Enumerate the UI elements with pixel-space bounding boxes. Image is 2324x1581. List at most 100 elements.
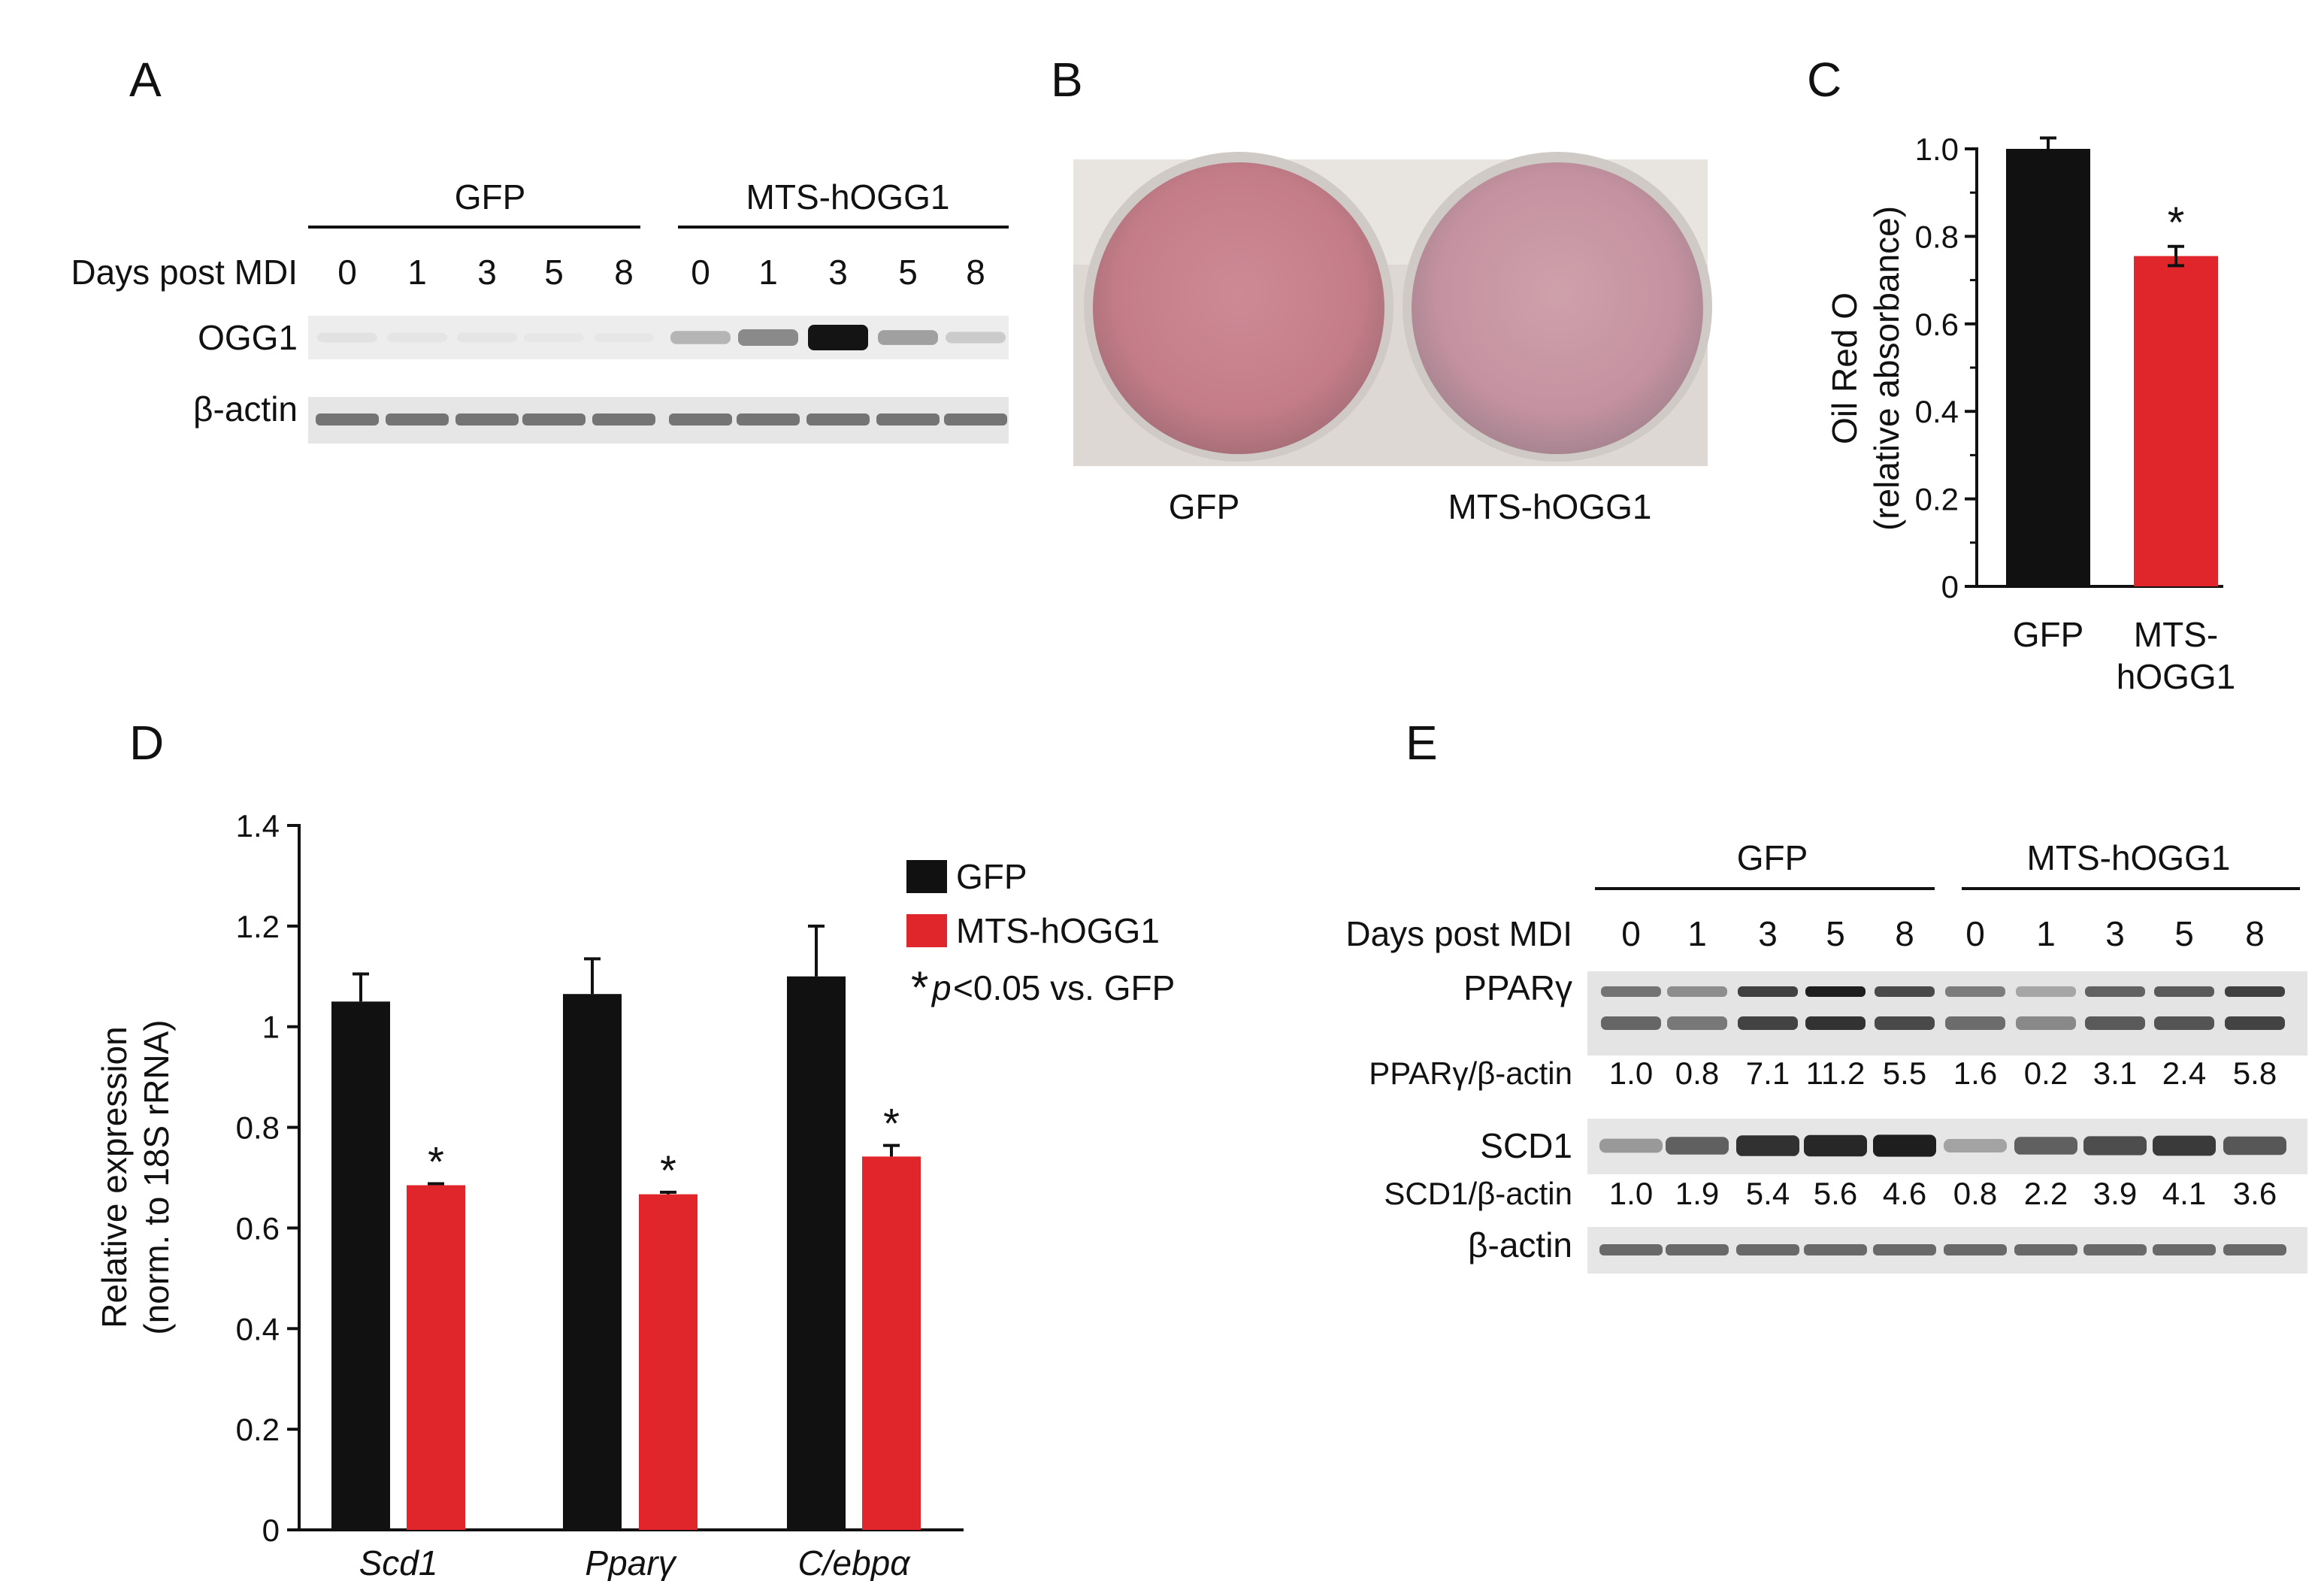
chart-d-bar bbox=[787, 976, 846, 1530]
blot-e-day-label: 5 bbox=[2174, 914, 2194, 953]
chart-d-legend-note-p: p bbox=[931, 968, 952, 1007]
blot-e-pparg-ratio-label: PPARγ/β-actin bbox=[1369, 1056, 1572, 1091]
chart-c-x-tick-label: hOGG1 bbox=[2117, 657, 2236, 696]
blot-e-pparg-ratio-value: 2.4 bbox=[2162, 1056, 2206, 1091]
blot-e-pparg-band-upper bbox=[1945, 986, 2005, 997]
blot-a-ogg1-band bbox=[670, 331, 731, 344]
blot-a-actin-band bbox=[316, 413, 379, 426]
blot-e-pparg-band-upper bbox=[2016, 986, 2076, 997]
chart-d-x-tick-label: Scd1 bbox=[359, 1543, 438, 1581]
blot-e-pparg-band-lower bbox=[1667, 1016, 1727, 1030]
blot-e-pparg-ratio-value: 1.6 bbox=[1953, 1056, 1997, 1091]
blot-a: GFP MTS-hOGG1 Days post MDI OGG1 β-actin… bbox=[71, 177, 1009, 444]
blot-e-pparg-ratio-value: 0.8 bbox=[1675, 1056, 1719, 1091]
chart-c-y-axis-label: Oil Red O(relative absorbance) bbox=[1825, 206, 1906, 531]
blot-a-ogg1-band bbox=[808, 325, 868, 350]
chart-d-y-tick-label: 1.2 bbox=[236, 909, 280, 944]
blot-a-row-label: Days post MDI bbox=[71, 253, 298, 292]
blot-e-pparg-band-lower bbox=[1805, 1016, 1866, 1030]
chart-d-bar bbox=[639, 1194, 698, 1530]
blot-a-actin-band bbox=[592, 413, 655, 426]
blot-e-scd1-ratio-value: 3.9 bbox=[2093, 1176, 2137, 1211]
blot-e-scd1-band bbox=[1599, 1138, 1663, 1153]
blot-e-pparg-band-upper bbox=[1667, 986, 1727, 997]
blot-a-day-label: 8 bbox=[966, 253, 985, 292]
chart-c-y-tick-label: 0.4 bbox=[1915, 394, 1959, 429]
blot-e-scd1-band bbox=[1804, 1134, 1867, 1157]
blot-a-ogg1-band bbox=[317, 332, 377, 343]
blot-e-pparg-band-upper bbox=[2154, 986, 2214, 997]
blot-e-actin-band bbox=[1944, 1244, 2007, 1255]
blot-e-scd1-ratio-value: 0.8 bbox=[1953, 1176, 1997, 1211]
blot-e-actin-band bbox=[1666, 1244, 1729, 1255]
blot-e-actin-band bbox=[2083, 1244, 2147, 1255]
blot-e-pparg-ratio-value: 11.2 bbox=[1806, 1056, 1866, 1091]
blot-e-pparg-label: PPARγ bbox=[1463, 968, 1572, 1007]
blot-e-group-gfp: GFP bbox=[1737, 838, 1808, 877]
chart-c-y-tick-label: 1.0 bbox=[1915, 132, 1959, 167]
blot-a-ogg1-band bbox=[524, 332, 584, 343]
blot-e-scd1-label: SCD1 bbox=[1480, 1126, 1572, 1165]
chart-d-x-tick-label: Pparγ bbox=[585, 1543, 677, 1581]
blot-e-scd1-band bbox=[1944, 1139, 2007, 1152]
chart-d-significance-marker: * bbox=[428, 1138, 444, 1186]
blot-e-pparg-band-lower bbox=[2154, 1016, 2214, 1030]
blot-e-scd1-ratio-label: SCD1/β-actin bbox=[1384, 1176, 1572, 1211]
blot-e-day-label: 3 bbox=[1758, 914, 1778, 953]
dish-mts-hogg1 bbox=[1412, 162, 1703, 454]
chart-d-y-tick-label: 0.6 bbox=[236, 1210, 280, 1246]
blot-a-ogg1-label: OGG1 bbox=[198, 318, 298, 357]
blot-e-actin-band bbox=[2153, 1244, 2216, 1255]
blot-a-actin-band bbox=[876, 413, 940, 426]
blot-e-pparg-band-lower bbox=[2225, 1016, 2285, 1030]
blot-a-day-label: 0 bbox=[337, 253, 357, 292]
blot-e-scd1-band bbox=[1666, 1137, 1729, 1155]
panel-label-e: E bbox=[1406, 716, 1438, 770]
blot-a-actin-band bbox=[455, 413, 519, 426]
blot-e-scd1-ratio-value: 2.2 bbox=[2024, 1176, 2068, 1211]
blot-e-actin-label: β-actin bbox=[1468, 1225, 1572, 1264]
blot-e-actin-band bbox=[1873, 1244, 1936, 1255]
chart-d-legend-label: MTS-hOGG1 bbox=[956, 911, 1160, 950]
panel-label-b: B bbox=[1051, 53, 1083, 107]
panel-label-c: C bbox=[1807, 53, 1841, 107]
chart-c-y-axis-label-line: Oil Red O bbox=[1825, 292, 1864, 444]
chart-d-y-axis-label: Relative expression(norm. to 18S rRNA) bbox=[95, 1019, 176, 1334]
blot-e-scd1-band bbox=[1736, 1135, 1799, 1156]
blot-e-pparg-ratio-value: 5.8 bbox=[2233, 1056, 2277, 1091]
blot-a-ogg1-band bbox=[738, 329, 798, 346]
blot-a-ogg1-band bbox=[457, 332, 517, 343]
photo-b-label-gfp: GFP bbox=[1169, 487, 1240, 526]
blot-e-actin-band bbox=[1599, 1244, 1663, 1255]
blot-e-scd1-ratio-value: 1.9 bbox=[1675, 1176, 1719, 1211]
chart-c-x-tick-label: GFP bbox=[2013, 615, 2084, 654]
blot-a-day-label: 8 bbox=[614, 253, 634, 292]
blot-e-day-label: 0 bbox=[1965, 914, 1985, 953]
blot-a-day-label: 1 bbox=[407, 253, 427, 292]
chart-d-legend-label: GFP bbox=[956, 857, 1027, 896]
chart-d-legend-swatch bbox=[906, 914, 947, 947]
chart-d-significance-marker: * bbox=[660, 1146, 676, 1194]
blot-a-day-label: 5 bbox=[898, 253, 918, 292]
blot-e-day-label: 0 bbox=[1621, 914, 1641, 953]
blot-e-scd1-ratio-value: 4.6 bbox=[1883, 1176, 1926, 1211]
blot-e-pparg-band-lower bbox=[2016, 1016, 2076, 1030]
blot-a-group-mts: MTS-hOGG1 bbox=[746, 177, 950, 217]
photo-b: GFP MTS-hOGG1 bbox=[1073, 152, 1712, 526]
blot-e-scd1-band bbox=[2223, 1136, 2286, 1155]
chart-c-y-tick-label: 0.6 bbox=[1915, 307, 1959, 342]
chart-d-y-tick-label: 1 bbox=[262, 1010, 280, 1045]
blot-e-day-label: 1 bbox=[1687, 914, 1707, 953]
chart-d-legend-note-marker: * bbox=[911, 962, 928, 1013]
chart-d-y-axis-label-line: (norm. to 18S rRNA) bbox=[137, 1019, 176, 1334]
blot-a-ogg1-band bbox=[387, 332, 447, 343]
blot-e-pparg-band-upper bbox=[1738, 986, 1798, 997]
chart-d-y-tick-label: 1.4 bbox=[236, 808, 280, 844]
blot-e-pparg-band-lower bbox=[1738, 1016, 1798, 1030]
chart-d-y-tick-label: 0.2 bbox=[236, 1412, 280, 1447]
blot-e-scd1-ratio-value: 3.6 bbox=[2233, 1176, 2277, 1211]
chart-d-significance-marker: * bbox=[883, 1100, 900, 1147]
blot-e-scd1-ratio-value: 5.4 bbox=[1746, 1176, 1790, 1211]
blot-a-ogg1-band bbox=[946, 332, 1006, 344]
